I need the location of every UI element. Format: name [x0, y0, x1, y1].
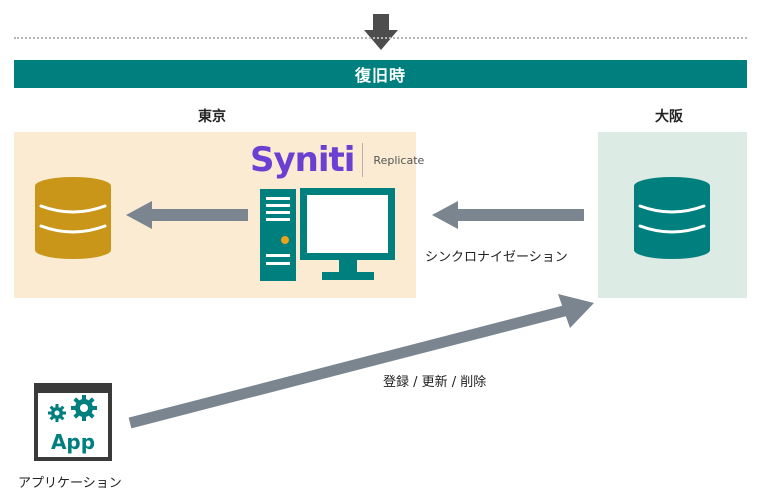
- region-label-osaka: 大阪: [655, 109, 683, 125]
- sync-label: シンクロナイゼーション: [425, 250, 568, 265]
- syniti-logo: Syniti Replicate: [250, 140, 424, 180]
- brand-name: Syniti: [250, 140, 355, 180]
- app-icon: App: [34, 383, 112, 461]
- osaka-database-icon: [634, 177, 710, 259]
- sync-arrow-icon: [432, 201, 584, 229]
- computer-icon: [260, 188, 395, 281]
- left-arrow-icon: [126, 201, 248, 229]
- app-caption: アプリケーション: [18, 476, 122, 491]
- write-arrow-icon: [128, 294, 594, 429]
- divider: [14, 37, 747, 39]
- app-icon-text: App: [51, 430, 95, 454]
- region-label-tokyo: 東京: [198, 109, 226, 125]
- down-arrow-icon: [364, 14, 398, 50]
- crud-label: 登録 / 更新 / 削除: [383, 375, 487, 390]
- brand-product: Replicate: [373, 153, 425, 167]
- recovery-banner: 復旧時: [14, 60, 747, 88]
- brand-separator: [362, 143, 364, 177]
- tokyo-database-icon: [35, 177, 111, 259]
